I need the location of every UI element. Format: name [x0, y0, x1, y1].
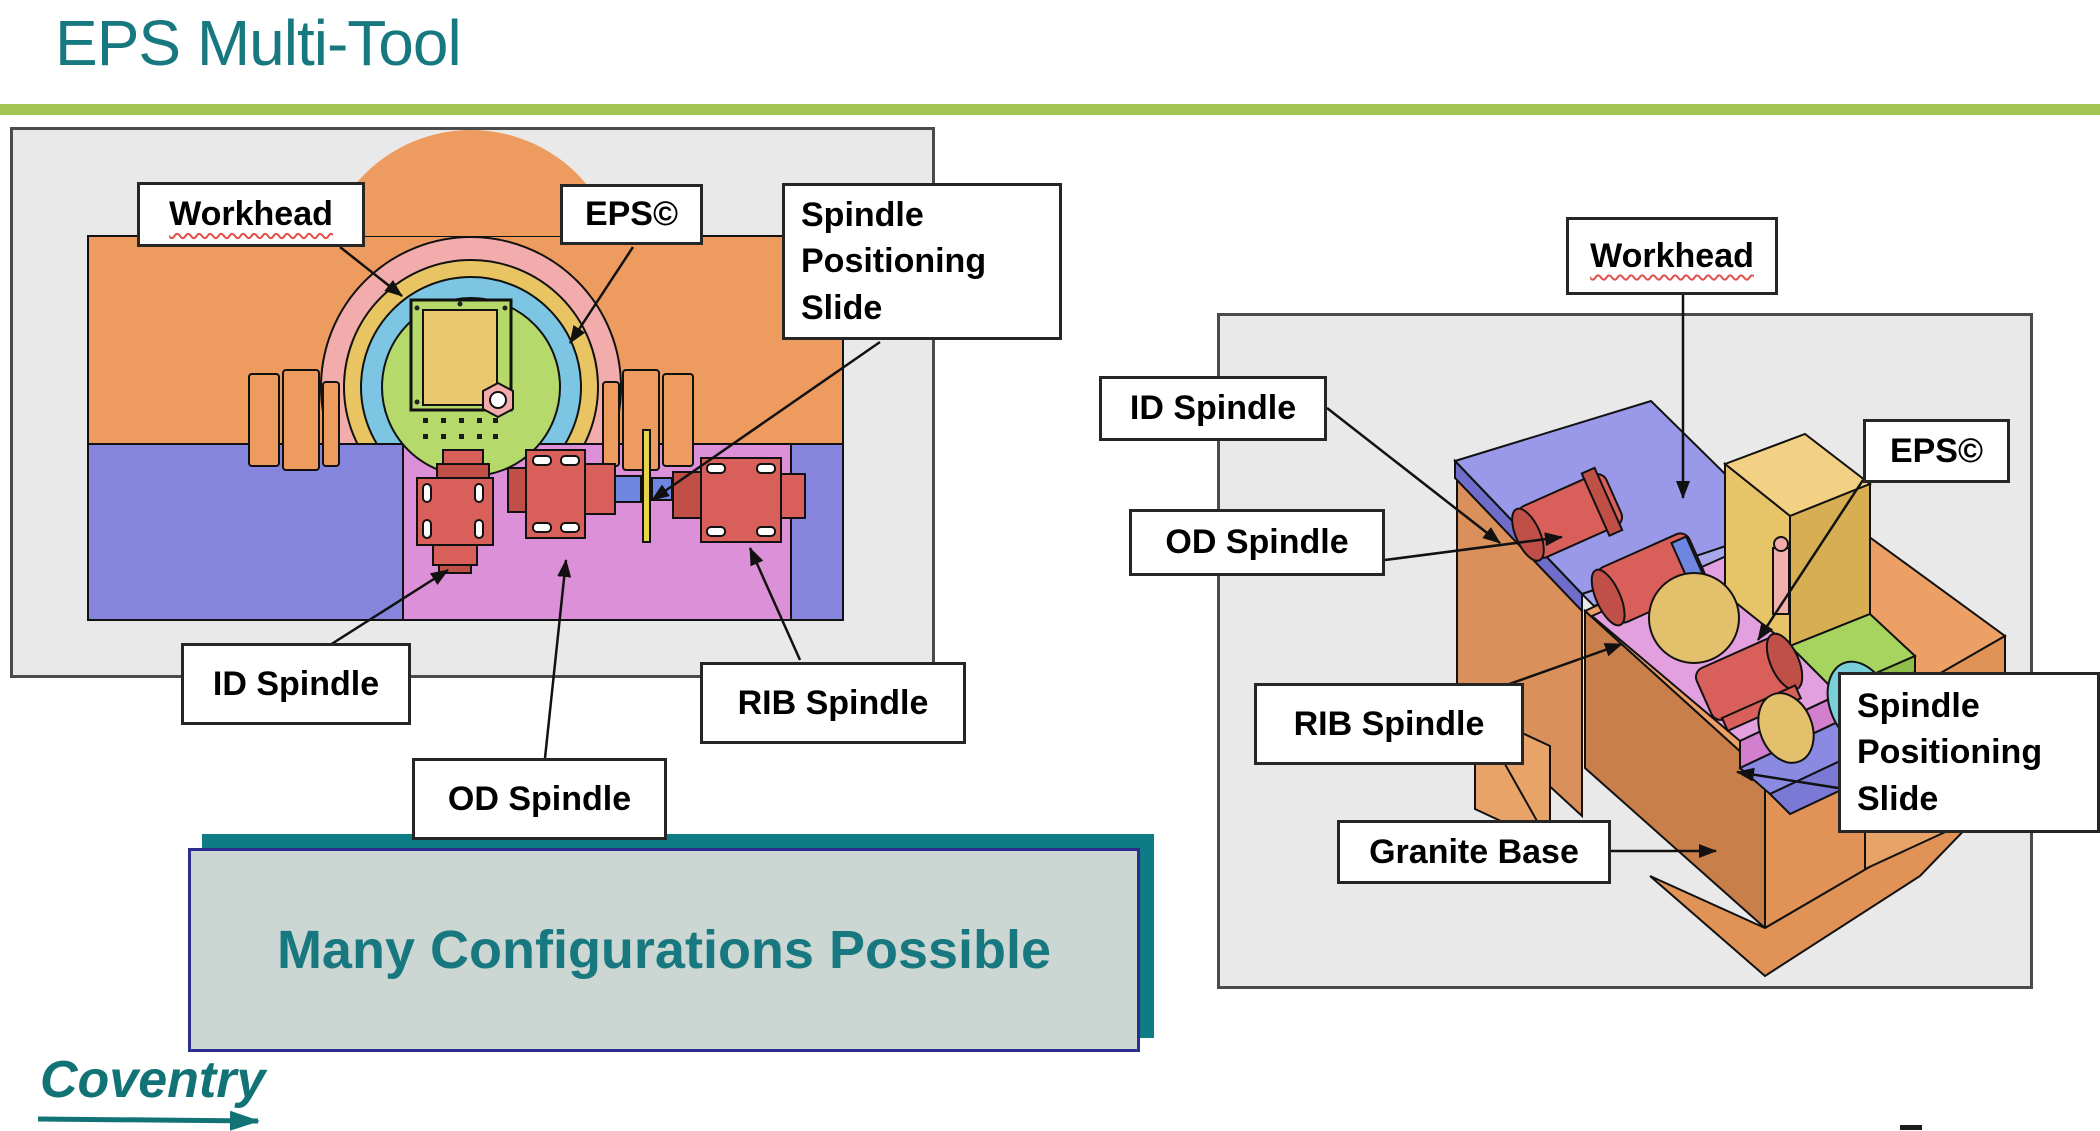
label-right-id-spindle: ID Spindle — [1099, 376, 1327, 441]
label-right-rib-spindle: RIB Spindle — [1254, 683, 1524, 765]
label-left-workhead: Workhead — [137, 182, 365, 247]
logo-underline-arrow — [37, 1110, 260, 1131]
page-number-partial-mark — [1900, 1125, 1922, 1130]
label-right-eps: EPS© — [1863, 419, 2010, 483]
label-left-spindle-positioning-slide: Spindle Positioning Slide — [782, 183, 1062, 340]
title-divider-rule — [0, 104, 2100, 115]
label-left-id-spindle: ID Spindle — [181, 643, 411, 725]
banner-text: Many Configurations Possible — [276, 920, 1052, 980]
label-right-granite-base: Granite Base — [1337, 820, 1611, 884]
label-left-rib-spindle: RIB Spindle — [700, 662, 966, 744]
page-title: EPS Multi-Tool — [55, 7, 462, 79]
label-right-od-spindle: OD Spindle — [1129, 509, 1385, 576]
label-right-workhead: Workhead — [1566, 217, 1778, 295]
front-view-diagram-panel — [10, 127, 935, 678]
isometric-view-diagram-panel — [1217, 313, 2033, 989]
label-left-eps: EPS© — [560, 184, 703, 245]
isometric-machine-drawing — [1453, 399, 2007, 978]
coventry-logo: Coventry — [40, 1051, 266, 1109]
label-right-spindle-positioning-slide: Spindle Positioning Slide — [1838, 672, 2100, 833]
label-left-od-spindle: OD Spindle — [412, 758, 667, 840]
banner: Many Configurations Possible — [188, 848, 1140, 1052]
